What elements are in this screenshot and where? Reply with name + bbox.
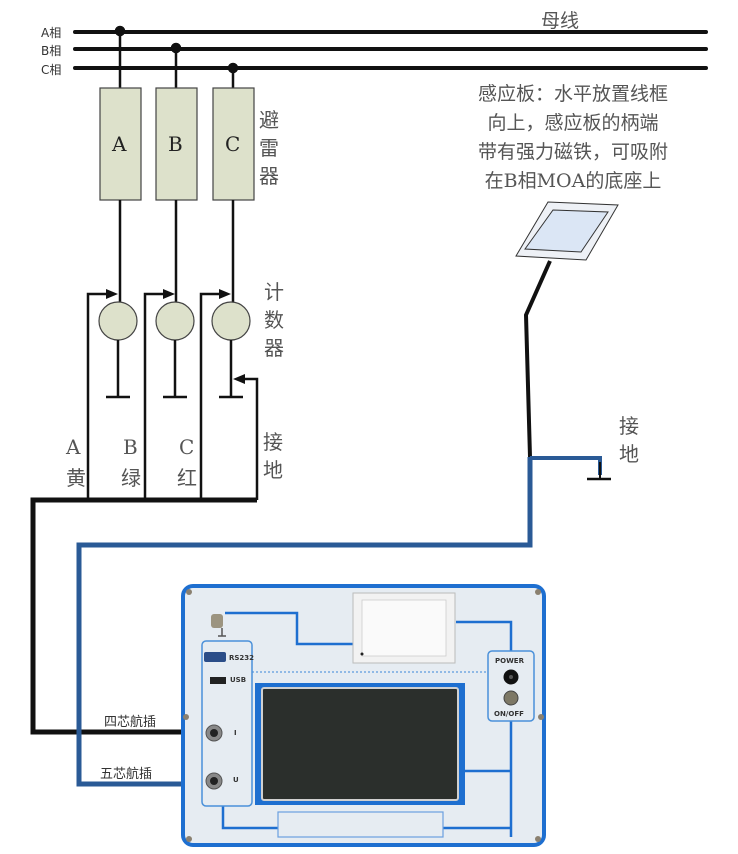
- printer: [352, 592, 456, 664]
- sensor-note: 感应板：水平放置线框 向上，感应板的柄端 带有强力磁铁，可吸附 在B相MOA的底…: [448, 80, 698, 196]
- lead-a-color: 黄: [66, 466, 86, 490]
- sensor-plate: [515, 201, 619, 458]
- counter-c: [211, 301, 251, 341]
- phase-label-b: B相: [41, 44, 62, 58]
- rs232-port-icon: [204, 652, 226, 662]
- instrument-panel: [181, 584, 546, 847]
- blue-ground-wire: [530, 456, 602, 475]
- arrester-c: [212, 87, 255, 201]
- voltage-port-label: U: [233, 776, 239, 784]
- display-screen: [261, 687, 459, 801]
- usb-port-icon: [210, 677, 226, 684]
- busbar-title: 母线: [541, 10, 580, 32]
- lead-c-letter: C: [179, 435, 195, 459]
- usb-label: USB: [230, 676, 247, 684]
- phase-label-a: A相: [41, 26, 62, 40]
- sensor-note-line: 向上，感应板的柄端: [487, 112, 659, 134]
- lead-a-letter: A: [66, 435, 81, 459]
- arrester-b: [155, 87, 198, 201]
- port-box: [201, 640, 253, 807]
- arrester-a: [99, 87, 142, 201]
- busbars: [73, 30, 708, 70]
- arrester-b-label: B: [168, 132, 183, 156]
- five-core-label: 五芯航插: [100, 767, 153, 782]
- black-cable: [30, 497, 257, 735]
- test-leads: [86, 292, 259, 500]
- power-label: POWER: [495, 657, 524, 665]
- arrester-label: 避雷器: [259, 108, 279, 188]
- arrester-c-label: C: [225, 132, 241, 156]
- current-port-label: I: [234, 729, 237, 737]
- sensor-note-line: 感应板：水平放置线框: [477, 83, 668, 105]
- power-box: [487, 650, 535, 722]
- ground-label-right: 接地: [619, 414, 639, 466]
- ground-post-icon: [211, 614, 226, 637]
- arresters: [99, 87, 255, 201]
- lead-c-color: 红: [177, 466, 197, 490]
- counters: [98, 301, 251, 341]
- lead-b-letter: B: [123, 435, 138, 459]
- rs232-label: RS232: [229, 654, 255, 662]
- sensor-note-line: 在B相MOA的底座上: [484, 170, 662, 192]
- blue-cable: [76, 457, 533, 787]
- phase-label-c: C相: [41, 63, 62, 77]
- counter-a: [98, 301, 138, 341]
- power-switch-button: [503, 690, 519, 706]
- arrester-a-label: A: [112, 132, 127, 156]
- onoff-label: ON/OFF: [494, 710, 524, 718]
- lead-b-color: 绿: [121, 466, 141, 490]
- busbar-drops: [114, 25, 239, 88]
- four-core-label: 四芯航插: [104, 715, 157, 730]
- counter-b: [155, 301, 195, 341]
- ground-label-left: 接地: [263, 430, 283, 482]
- counter-label: 计数器: [264, 280, 284, 360]
- sensor-note-line: 带有强力磁铁，可吸附: [477, 141, 668, 163]
